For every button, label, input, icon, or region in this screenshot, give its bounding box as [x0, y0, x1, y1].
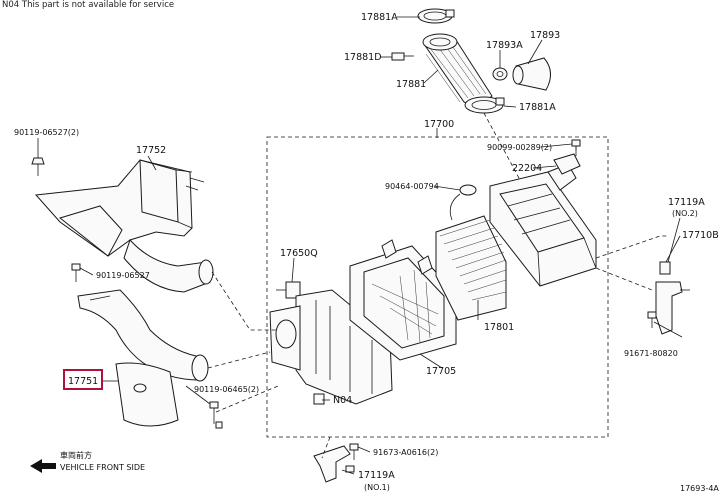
bolt-90119-06527-mid — [71, 263, 81, 282]
bolt-90119-06465 — [209, 401, 223, 429]
grommet-N04 — [313, 393, 325, 405]
label-17710B[interactable]: 17710B — [682, 230, 719, 241]
label-N04[interactable]: N04 — [333, 395, 352, 406]
direction-label: VEHICLE FRONT SIDE — [60, 463, 145, 472]
clamp-17881A-top — [417, 8, 455, 24]
label-91673-A0616-2[interactable]: 91673-A0616(2) — [373, 448, 438, 457]
label-17881A-top[interactable]: 17881A — [361, 12, 398, 23]
resonator-17893 — [512, 57, 551, 91]
label-17705[interactable]: 17705 — [426, 366, 456, 377]
label-17119A-no2-sub: (NO.2) — [672, 209, 698, 218]
label-17119A-no2[interactable]: 17119A — [668, 197, 705, 208]
label-17893A[interactable]: 17893A — [486, 40, 523, 51]
label-17881[interactable]: 17881 — [396, 79, 426, 90]
label-90099-00289[interactable]: 90099-00289(2) — [487, 143, 552, 152]
label-17751[interactable]: 17751 — [68, 376, 98, 387]
label-90119-06465-2[interactable]: 90119-06465(2) — [194, 385, 259, 394]
plug-17893A — [492, 67, 508, 81]
hose-17881 — [422, 33, 493, 105]
cushion-17710B — [659, 261, 671, 275]
label-91671-80820[interactable]: 91671-80820 — [624, 349, 678, 358]
clips-hold-down — [381, 239, 433, 275]
highlight-box-17751 — [63, 369, 103, 390]
direction-label-jp: 車両前方 — [60, 450, 92, 460]
label-17801[interactable]: 17801 — [484, 322, 514, 333]
sensor-17650Q — [276, 281, 301, 299]
case-lid-frame — [349, 245, 457, 361]
label-17700[interactable]: 17700 — [424, 119, 454, 130]
label-17119A-no1[interactable]: 17119A — [358, 470, 395, 481]
bolt-91673-A0616 — [345, 443, 359, 473]
bolt-90119-06527-top — [31, 157, 45, 176]
leader-lines — [37, 16, 683, 475]
filter-element-17801 — [435, 215, 507, 321]
label-90119-06527[interactable]: 90119-06527 — [96, 271, 150, 280]
bracket-17119A-no2 — [655, 281, 690, 335]
assembly-boundary — [266, 136, 609, 438]
label-17650Q[interactable]: 17650Q — [280, 248, 318, 259]
label-90464-00794[interactable]: 90464-00794 — [385, 182, 439, 191]
dashed-connectors — [207, 112, 668, 459]
bolt-91671-80820 — [647, 311, 657, 328]
clamp-17881A-bottom — [464, 96, 505, 114]
clip-17881D — [391, 52, 414, 61]
air-duct-17751 — [77, 289, 209, 427]
label-17881A-bottom[interactable]: 17881A — [519, 102, 556, 113]
cleaner-case-17705 — [269, 289, 393, 405]
clamp-90464-00794 — [449, 184, 477, 221]
label-17881D[interactable]: 17881D — [344, 52, 382, 63]
label-17119A-no1-sub: (NO.1) — [364, 483, 390, 492]
bolt-90099-00289 — [571, 139, 581, 156]
label-17893[interactable]: 17893 — [530, 30, 560, 41]
figure-code: 17693-4A — [680, 484, 719, 493]
label-90119-06527-2[interactable]: 90119-06527(2) — [14, 128, 79, 137]
label-22204[interactable]: 22204 — [512, 163, 542, 174]
label-17752[interactable]: 17752 — [136, 145, 166, 156]
inlet-duct-17752 — [34, 159, 214, 293]
vehicle-front-arrow-icon — [30, 459, 56, 473]
not-available-note: N04 This part is not available for servi… — [2, 0, 174, 10]
bracket-17119A-no1 — [313, 445, 351, 483]
